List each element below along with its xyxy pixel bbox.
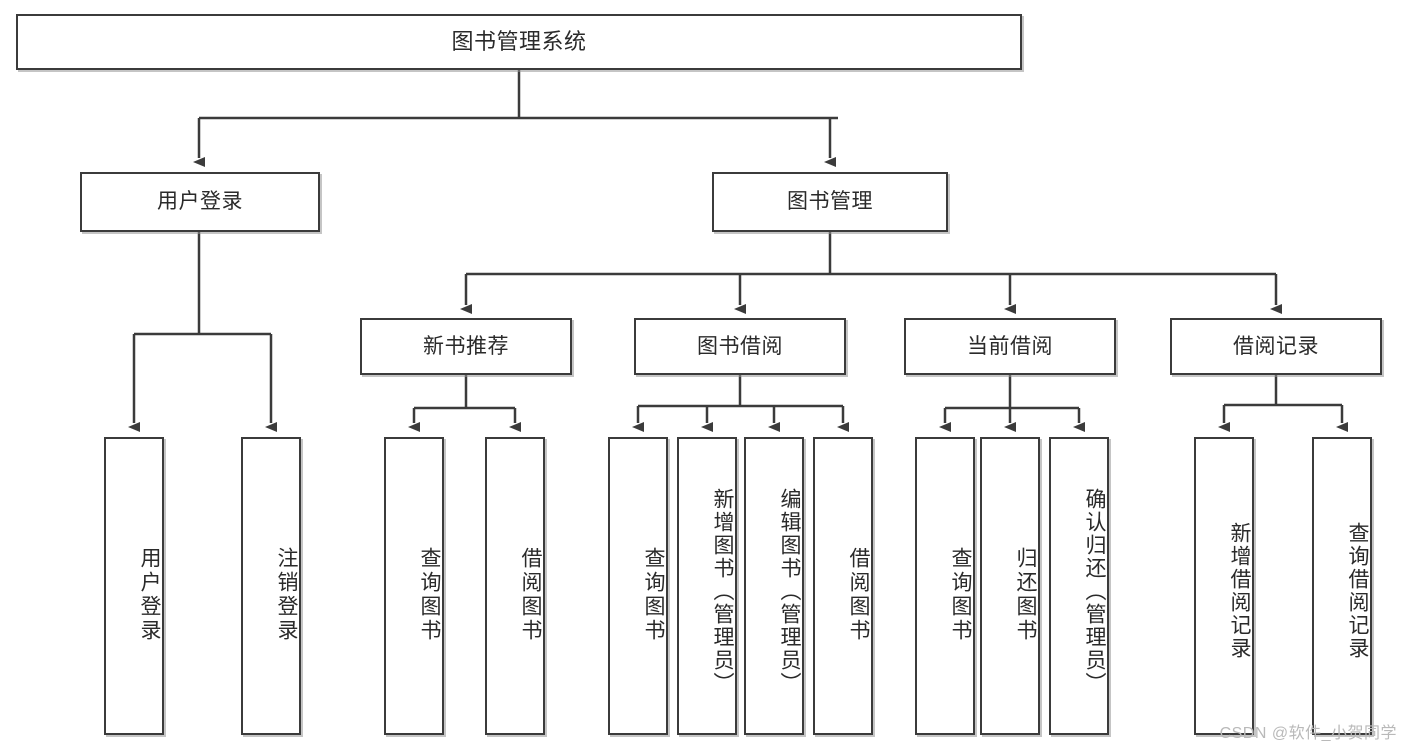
leaf-edit-book-admin[interactable]: 编辑图书（管理员） <box>744 437 804 735</box>
node-book-borrow[interactable]: 图书借阅 <box>634 318 846 375</box>
leaf-return-book[interactable]: 归还图书 <box>980 437 1040 735</box>
leaf-add-borrow-record[interactable]: 新增借阅记录 <box>1194 437 1254 735</box>
leaf-user-logout[interactable]: 注销登录 <box>241 437 301 735</box>
leaf-query-book-recommend[interactable]: 查询图书 <box>384 437 444 735</box>
node-root-system[interactable]: 图书管理系统 <box>16 14 1022 70</box>
node-current-borrow[interactable]: 当前借阅 <box>904 318 1116 375</box>
leaf-query-book-borrow[interactable]: 查询图书 <box>608 437 668 735</box>
node-book-manage[interactable]: 图书管理 <box>712 172 948 232</box>
leaf-borrow-book-borrow[interactable]: 借阅图书 <box>813 437 873 735</box>
leaf-query-book-current[interactable]: 查询图书 <box>915 437 975 735</box>
node-user-login[interactable]: 用户登录 <box>80 172 320 232</box>
leaf-user-login[interactable]: 用户登录 <box>104 437 164 735</box>
node-new-book-recommend[interactable]: 新书推荐 <box>360 318 572 375</box>
leaf-add-book-admin[interactable]: 新增图书（管理员） <box>677 437 737 735</box>
csdn-watermark: CSDN @软件_小贺同学 <box>1219 725 1397 742</box>
node-borrow-record[interactable]: 借阅记录 <box>1170 318 1382 375</box>
leaf-query-borrow-record[interactable]: 查询借阅记录 <box>1312 437 1372 735</box>
leaf-confirm-return-admin[interactable]: 确认归还（管理员） <box>1049 437 1109 735</box>
leaf-borrow-book-recommend[interactable]: 借阅图书 <box>485 437 545 735</box>
